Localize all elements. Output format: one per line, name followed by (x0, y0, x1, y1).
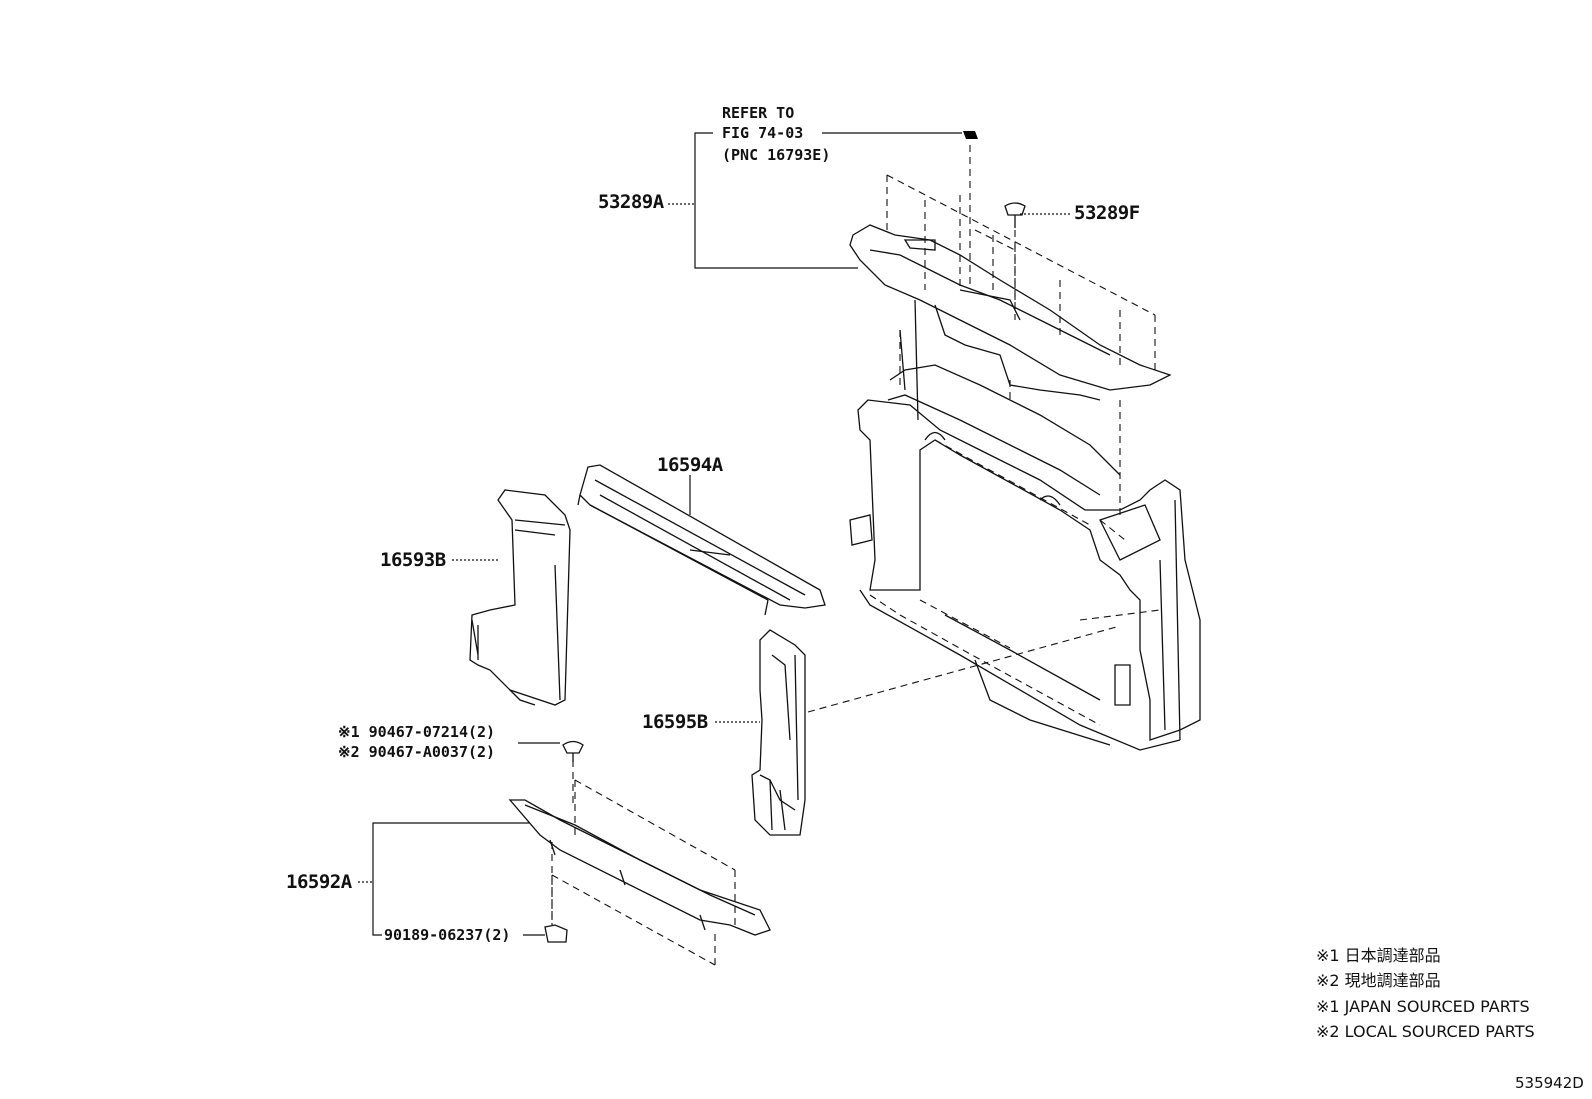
clip-label-90189: 90189-06237(2) (384, 926, 511, 944)
legend-line-1: ※1 日本調達部品 (1316, 946, 1441, 965)
legend-line-3: ※1 JAPAN SOURCED PARTS (1316, 997, 1530, 1016)
clip-drop-dashes (551, 760, 574, 920)
lower-seal-dashed-box (551, 779, 736, 966)
lower-seal-16592A (508, 799, 771, 936)
clip-53289F (1004, 202, 1026, 228)
legend-line-4: ※2 LOCAL SOURCED PARTS (1316, 1022, 1535, 1041)
refer-clip-mark (963, 131, 978, 139)
refer-label-line2: FIG 74-03 (722, 124, 804, 142)
part-label-16595B: 16595B (642, 711, 708, 733)
part-label-16594A: 16594A (657, 454, 723, 476)
part-label-16593B: 16593B (380, 549, 446, 571)
part-label-53289A: 53289A (598, 191, 664, 213)
radiator-support-frame (849, 299, 1201, 751)
refer-label-line1: REFER TO (722, 104, 795, 122)
side-seal-16595B (751, 629, 806, 836)
upper-radiator-cover (849, 224, 1172, 401)
refer-label-line3: (PNC 16793E) (722, 146, 831, 164)
part-label-16592A: 16592A (286, 871, 352, 893)
cover-dashed-box (886, 174, 1156, 520)
clip-label-1: ※1 90467-07214(2) (338, 723, 496, 741)
seal-16595B-dash (807, 625, 1121, 713)
frame-hidden-edge (869, 439, 1161, 726)
side-seal-16593B (469, 489, 571, 706)
legend-line-2: ※2 現地調達部品 (1316, 971, 1441, 990)
clip-label-2: ※2 90467-A0037(2) (338, 743, 496, 761)
part-label-53289F: 53289F (1074, 202, 1140, 224)
clip-90467 (562, 740, 584, 762)
leader-lines (358, 132, 1070, 936)
seal-16594A (577, 464, 826, 616)
figure-code: 535942D (1515, 1074, 1584, 1092)
clip-90189 (544, 924, 568, 943)
